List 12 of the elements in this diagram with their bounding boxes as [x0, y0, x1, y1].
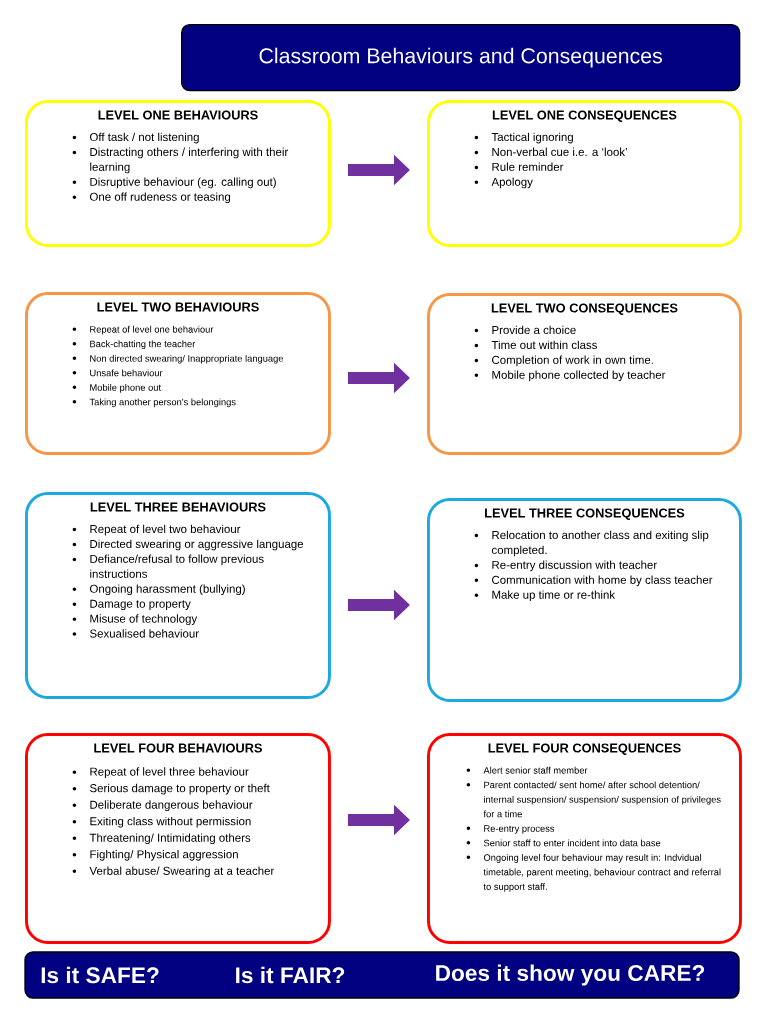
slogan: Is it SAFE?	[41, 966, 159, 984]
level-box: LEVEL TWO BEHAVIOURS Repeat of level one behaviour Back-chatting the teacher Non directed swearing/ Inappropriate language Unsafe behaviour Mobile phone out Taking another person's belongings	[25, 292, 331, 455]
level-box: LEVEL THREE CONSEQUENCES Relocation to another class and exiting slip completed. Re-entry discussion with teacher Communication with home by class teacher Make up time or re-think	[427, 498, 742, 702]
level-box: LEVEL ONE BEHAVIOURS Off task / not listening Distracting others / interfering with their learning Disruptive behaviour (eg. calling out) One off rudeness or teasing	[25, 100, 331, 247]
level-box: LEVEL FOUR CONSEQUENCES Alert senior staff member Parent contacted/ sent home/ after school detention/ internal suspension/ suspension/ suspension of privileges for a time Re-entry process Senior staff to enter incident into data base Ongoing level four behaviour may result in: Indvidual timetable, parent meeting, behaviour contract and referral to support staff.	[427, 733, 742, 944]
slogan: Does it show you CARE?	[436, 964, 705, 986]
slogan: Is it FAIR?	[236, 966, 345, 984]
title-banner: Classroom Behaviours and Consequences	[181, 24, 741, 92]
level-box: LEVEL TWO CONSEQUENCES Provide a choice Time out within class Completion of work in own time. Mobile phone collected by teacher	[427, 293, 742, 455]
level-box: LEVEL FOUR BEHAVIOURS Repeat of level three behaviour Serious damage to property or theft Deliberate dangerous behaviour Exiting class without permission Threatening/ Intimidating others Fighting/ Physical aggression Verbal abuse/ Swearing at a teacher	[25, 733, 331, 944]
level-box: LEVEL ONE CONSEQUENCES Tactical ignoring Non-verbal cue i.e. a ‘look’ Rule reminder Apology	[427, 100, 742, 247]
level-box: LEVEL THREE BEHAVIOURS Repeat of level two behaviour Directed swearing or aggressive language Defiance/refusal to follow previous instructions Ongoing harassment (bullying) Damage to property Misuse of technology Sexualised behaviour	[25, 492, 331, 699]
